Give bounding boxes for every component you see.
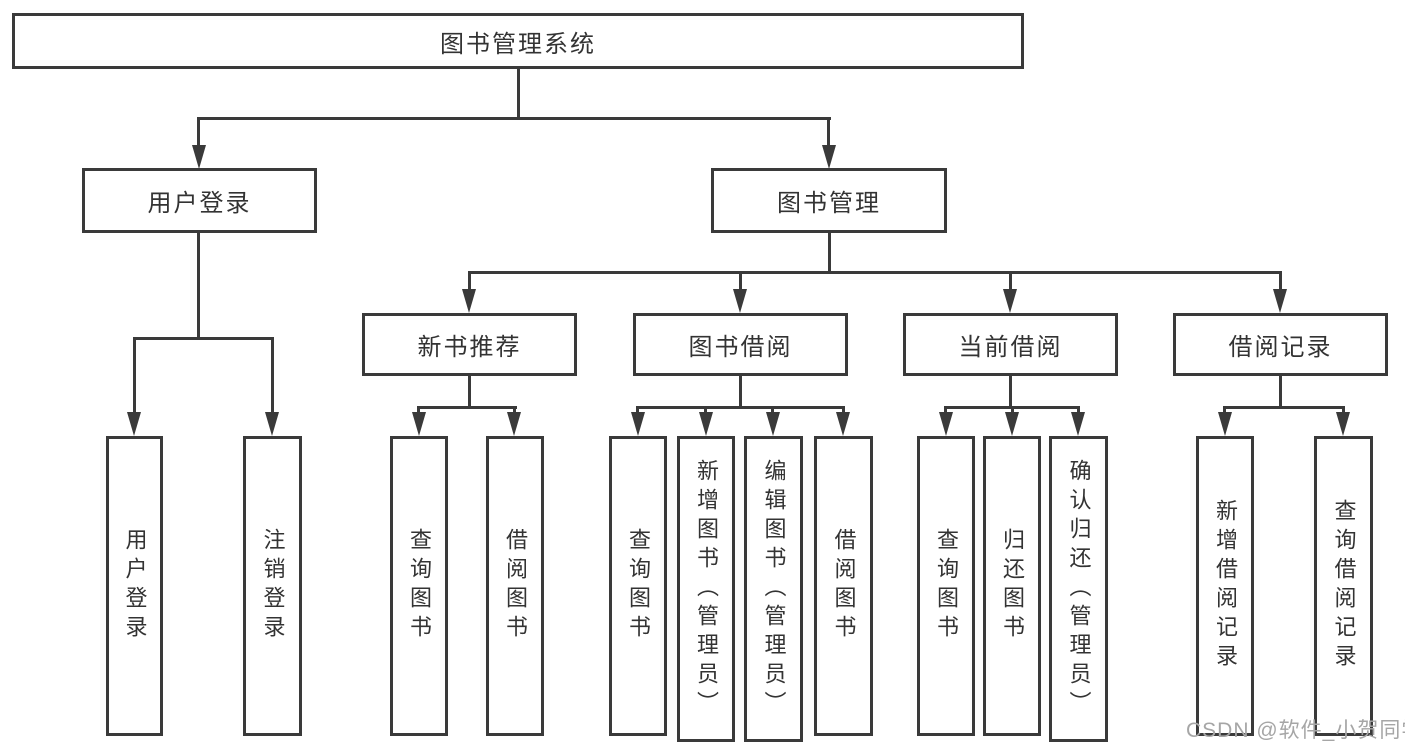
arrowhead-down-icon	[1003, 289, 1017, 313]
leaf-bb-add-books-admin-label: 新增图书（管理员）	[694, 458, 719, 720]
connector-line	[517, 69, 520, 119]
connector-line	[197, 233, 200, 339]
connector-line	[771, 406, 774, 415]
connector-line	[197, 117, 200, 148]
connector-line	[1223, 406, 1345, 409]
leaf-nb-borrow-books-label: 借阅图书	[503, 528, 528, 644]
node-borrow-records-label: 借阅记录	[1228, 334, 1333, 361]
node-root-label: 图书管理系统	[440, 30, 596, 58]
connector-line	[1223, 406, 1226, 415]
arrowhead-down-icon	[192, 145, 206, 169]
node-current-borrow: 当前借阅	[903, 313, 1118, 376]
leaf-cb-confirm-return-admin: 确认归还（管理员）	[1049, 436, 1108, 742]
connector-line	[468, 271, 1282, 274]
leaf-nb-query-books: 查询图书	[390, 436, 448, 736]
node-borrow-records: 借阅记录	[1173, 313, 1388, 376]
connector-line	[417, 406, 517, 409]
leaf-bb-borrow-books-label: 借阅图书	[831, 528, 857, 644]
connector-line	[704, 406, 707, 415]
connector-line	[828, 233, 831, 273]
connector-line	[636, 406, 845, 409]
node-root: 图书管理系统	[12, 13, 1024, 69]
arrowhead-down-icon	[631, 412, 645, 436]
leaf-br-query-record-label: 查询借阅记录	[1331, 499, 1357, 673]
node-user-login: 用户登录	[82, 168, 317, 233]
leaf-nb-query-books-label: 查询图书	[407, 528, 432, 644]
connector-line	[827, 117, 830, 148]
connector-line	[1077, 406, 1080, 415]
connector-line	[636, 406, 639, 415]
leaf-bb-add-books-admin: 新增图书（管理员）	[677, 436, 735, 742]
arrowhead-down-icon	[1273, 289, 1287, 313]
arrowhead-down-icon	[507, 412, 521, 436]
arrowhead-down-icon	[836, 412, 850, 436]
connector-line	[271, 337, 274, 415]
watermark-text: CSDN @软件_小贺同学	[1186, 719, 1405, 742]
arrowhead-down-icon	[1336, 412, 1350, 436]
node-book-management-label: 图书管理	[777, 190, 881, 217]
leaf-bb-query-books-label: 查询图书	[626, 528, 651, 644]
leaf-nb-borrow-books: 借阅图书	[486, 436, 544, 736]
arrowhead-down-icon	[939, 412, 953, 436]
arrowhead-down-icon	[127, 412, 141, 436]
connector-line	[944, 406, 947, 415]
connector-line	[197, 117, 831, 120]
connector-line	[133, 337, 136, 415]
connector-line	[468, 376, 471, 408]
leaf-cb-return-books-label: 归还图书	[1000, 528, 1025, 644]
node-new-book-recommend: 新书推荐	[362, 313, 577, 376]
leaf-user-login-label: 用户登录	[122, 528, 148, 644]
connector-line	[739, 376, 742, 408]
leaf-user-login: 用户登录	[106, 436, 163, 736]
leaf-logout-label: 注销登录	[260, 528, 286, 644]
connector-line	[417, 406, 420, 415]
arrowhead-down-icon	[1218, 412, 1232, 436]
arrowhead-down-icon	[733, 289, 747, 313]
leaf-bb-borrow-books: 借阅图书	[814, 436, 873, 736]
leaf-br-query-record: 查询借阅记录	[1314, 436, 1373, 736]
connector-line	[468, 271, 471, 291]
node-user-login-label: 用户登录	[147, 190, 252, 217]
arrowhead-down-icon	[462, 289, 476, 313]
leaf-cb-return-books: 归还图书	[983, 436, 1041, 736]
connector-line	[133, 337, 274, 340]
leaf-cb-confirm-return-admin-label: 确认归还（管理员）	[1066, 458, 1092, 720]
connector-line	[513, 406, 516, 415]
leaf-bb-edit-books-admin-label: 编辑图书（管理员）	[761, 458, 787, 720]
leaf-cb-query-books: 查询图书	[917, 436, 975, 736]
leaf-br-add-record-label: 新增借阅记录	[1213, 499, 1238, 673]
connector-line	[842, 406, 845, 415]
connector-line	[1009, 376, 1012, 408]
leaf-bb-edit-books-admin: 编辑图书（管理员）	[744, 436, 803, 742]
node-new-book-recommend-label: 新书推荐	[417, 334, 522, 361]
leaf-br-add-record: 新增借阅记录	[1196, 436, 1254, 736]
node-book-borrow: 图书借阅	[633, 313, 848, 376]
arrowhead-down-icon	[699, 412, 713, 436]
arrowhead-down-icon	[1071, 412, 1085, 436]
connector-line	[1342, 406, 1345, 415]
connector-line	[1011, 406, 1014, 415]
leaf-cb-query-books-label: 查询图书	[934, 528, 959, 644]
connector-line	[739, 271, 742, 291]
node-book-management: 图书管理	[711, 168, 947, 233]
leaf-bb-query-books: 查询图书	[609, 436, 667, 736]
arrowhead-down-icon	[1005, 412, 1019, 436]
leaf-logout: 注销登录	[243, 436, 302, 736]
arrowhead-down-icon	[766, 412, 780, 436]
connector-line	[1009, 271, 1012, 291]
connector-line	[1279, 271, 1282, 291]
node-book-borrow-label: 图书借阅	[688, 334, 793, 361]
arrowhead-down-icon	[412, 412, 426, 436]
connector-line	[1279, 376, 1282, 408]
arrowhead-down-icon	[822, 145, 836, 169]
node-current-borrow-label: 当前借阅	[958, 334, 1063, 361]
arrowhead-down-icon	[265, 412, 279, 436]
